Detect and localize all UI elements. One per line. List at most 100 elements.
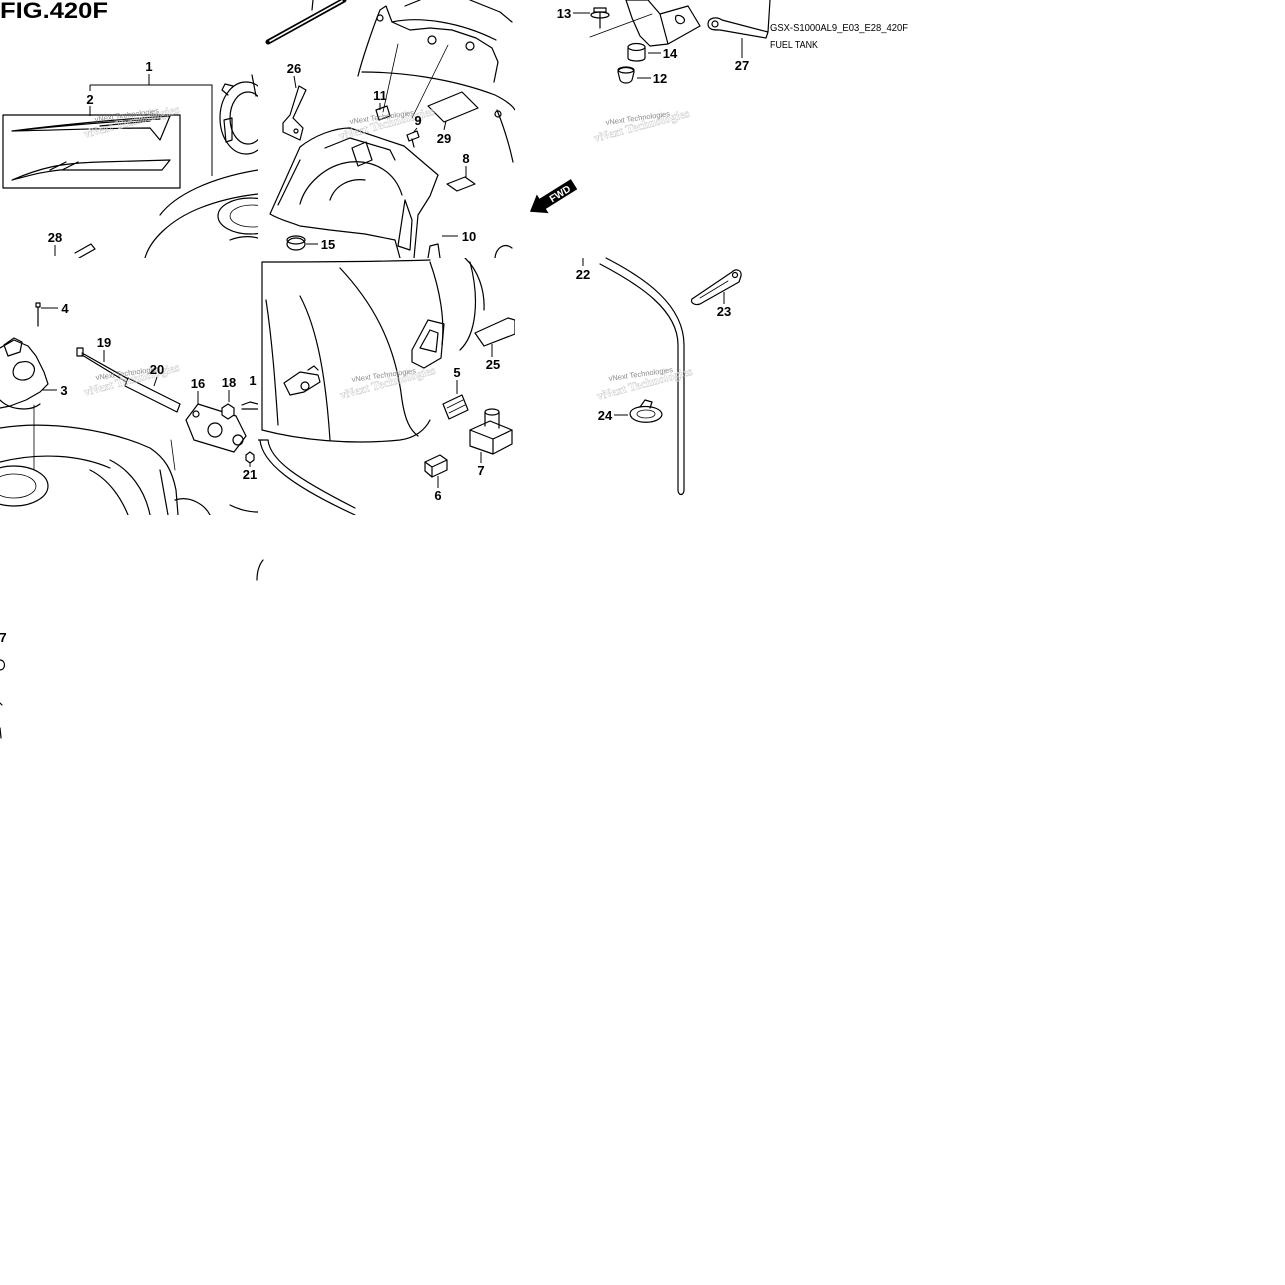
callout-22: 22: [576, 267, 590, 282]
center-line: [589, 13, 653, 38]
leader-line: [41, 307, 251, 467]
callout-28: 28: [48, 230, 62, 245]
cover-clip: [411, 319, 445, 369]
watermarks: vNext Technologies vNext Technologies vN…: [82, 102, 694, 404]
fuel-cap-ring: [219, 81, 258, 155]
part-7-top: [484, 408, 500, 416]
part-17-bolt: [241, 401, 258, 410]
callout-3: 3: [60, 383, 67, 398]
tile-brackets: [265, 0, 515, 258]
connector-hole: [300, 381, 310, 391]
leader-line: [89, 74, 213, 176]
part-27-bracket: [707, 0, 771, 39]
part-20-collar: [124, 377, 181, 413]
part-10-tank-bracket: [269, 127, 439, 258]
callout-12: 12: [653, 71, 667, 86]
fuel-cap-inner: [229, 91, 258, 145]
callouts: 1 2 28 4 19 20 3 16 18 1 21 26 11 9 29 8…: [0, 6, 749, 645]
cover-hole: [494, 110, 502, 118]
callout-16: 16: [191, 376, 205, 391]
leader-line: [573, 12, 743, 416]
callout-10: 10: [462, 229, 476, 244]
part-23-slot: [699, 280, 729, 299]
part-23-hole: [731, 271, 739, 279]
center-line: [33, 404, 176, 471]
drain-hose: [258, 258, 485, 515]
center-line: [382, 43, 449, 119]
decal-set-frame: [2, 114, 181, 189]
callout-13: 13: [557, 6, 571, 21]
tank-cover: [261, 259, 477, 443]
pump-recess: [0, 465, 49, 507]
part-24-cap: [629, 405, 663, 423]
filler-recess: [217, 197, 258, 235]
cover-connector: [283, 365, 321, 396]
fwd-arrow-icon: FWD: [529, 179, 578, 214]
part-28-damper: [74, 243, 96, 258]
part-6-edges: [424, 459, 448, 478]
callout-24: 24: [598, 408, 613, 423]
part-7-cushion: [469, 420, 513, 455]
part-5-texture: [446, 399, 466, 414]
callout-8: 8: [462, 151, 469, 166]
callout-20: 20: [150, 362, 164, 377]
callout-14: 14: [663, 46, 678, 61]
decal-lower: [11, 159, 171, 181]
figure-title: FUEL TANK: [770, 40, 818, 51]
fuel-cap-hinge: [221, 74, 257, 143]
callout-9: 9: [414, 113, 421, 128]
tile-tank-cover: [258, 258, 515, 515]
part-22-hose: [599, 257, 685, 496]
callout-7: 7: [477, 463, 484, 478]
callout-partial-7: 7: [0, 630, 7, 645]
callout-29: 29: [437, 131, 451, 146]
callout-4: 4: [61, 301, 69, 316]
cover-edge: [427, 243, 513, 258]
part-12-top: [617, 66, 635, 74]
callout-1: 1: [145, 59, 152, 74]
plate-hole: [192, 410, 200, 418]
callout-25: 25: [486, 357, 500, 372]
part-7-edges: [469, 411, 513, 455]
callout-26: 26: [287, 61, 301, 76]
frame-bracket: [357, 0, 515, 163]
decal-upper: [11, 115, 171, 141]
tank-mount-bracket: [625, 0, 701, 47]
part-24-tab: [639, 399, 653, 409]
bracket-hole: [427, 35, 437, 45]
part-4-bolt: [35, 302, 41, 327]
callout-21: 21: [243, 467, 257, 482]
part-8-pad: [446, 176, 476, 192]
part-5-pad: [442, 394, 469, 420]
callout-2: 2: [86, 92, 93, 107]
part-24-inner: [636, 409, 656, 419]
plate-hole: [232, 434, 244, 446]
part-12-grommet: [617, 66, 635, 84]
filler-recess-inner: [229, 204, 258, 228]
part-29-pad: [427, 91, 479, 123]
cropped-fragment: [0, 559, 264, 739]
part-21-nut: [245, 451, 255, 464]
part-11-clip: [375, 105, 391, 121]
part-19-bolt: [76, 347, 131, 384]
fuel-tank-upper: [144, 169, 258, 258]
part-13-washer: [590, 11, 610, 19]
callout-partial-1: 1: [249, 373, 256, 388]
part-18-nut: [221, 403, 235, 420]
leader-line: [437, 344, 493, 488]
fwd-arrow-shape: [529, 179, 578, 214]
part-23-strap: [690, 269, 742, 306]
callout-5: 5: [453, 365, 460, 380]
callout-18: 18: [222, 375, 236, 390]
callout-27: 27: [735, 58, 749, 73]
drawing-code: GSX-S1000AL9_E03_E28_420F: [770, 23, 908, 34]
tile-fuel-pump: [0, 302, 258, 515]
callout-23: 23: [717, 304, 731, 319]
tile-decals-tank-top: [2, 74, 258, 258]
pump-recess-inner: [0, 473, 37, 499]
rod-highlight: [269, 0, 343, 42]
part-14-rubber: [627, 47, 646, 62]
part-27-hole: [711, 20, 719, 28]
callout-6: 6: [434, 488, 441, 503]
